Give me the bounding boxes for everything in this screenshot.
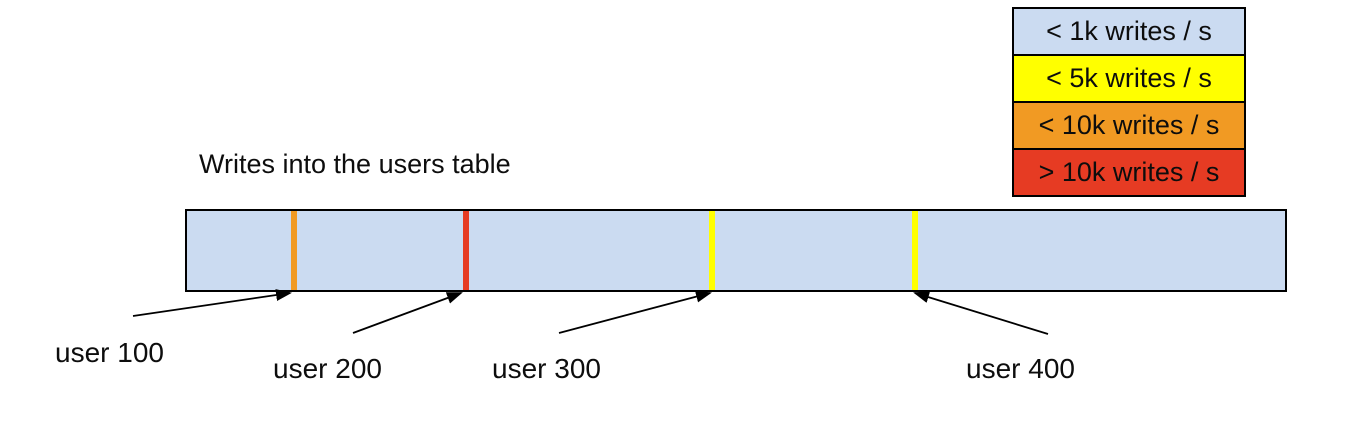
arrow-user-200 (352, 292, 463, 334)
arrow-user-100 (132, 289, 292, 317)
write-hotspot-marker-user-400 (912, 211, 918, 290)
user-300-label: user 300 (492, 353, 601, 384)
write-hotspot-marker-user-200 (463, 211, 469, 290)
user-400-label: user 400 (966, 353, 1075, 384)
legend-item-lt-1k: < 1k writes / s (1014, 9, 1244, 54)
write-hotspot-marker-user-100 (291, 211, 297, 290)
legend-item-lt-5k: < 5k writes / s (1014, 54, 1244, 101)
user-100-label: user 100 (55, 337, 164, 368)
legend-item-label: < 5k writes / s (1046, 63, 1212, 93)
user-200-label: user 200 (273, 353, 382, 384)
legend-item-label: < 1k writes / s (1046, 16, 1212, 46)
legend: < 1k writes / s < 5k writes / s < 10k wr… (1012, 7, 1246, 197)
write-hotspot-marker-user-300 (709, 211, 715, 290)
arrow-user-300 (558, 290, 712, 334)
legend-item-label: > 10k writes / s (1038, 157, 1220, 187)
legend-item-label: < 10k writes / s (1038, 110, 1220, 140)
legend-item-lt-10k: < 10k writes / s (1014, 101, 1244, 148)
diagram-title: Writes into the users table (199, 149, 511, 179)
legend-item-gt-10k: > 10k writes / s (1014, 148, 1244, 195)
users-table-bar (185, 209, 1287, 292)
arrow-user-400 (913, 291, 1049, 335)
